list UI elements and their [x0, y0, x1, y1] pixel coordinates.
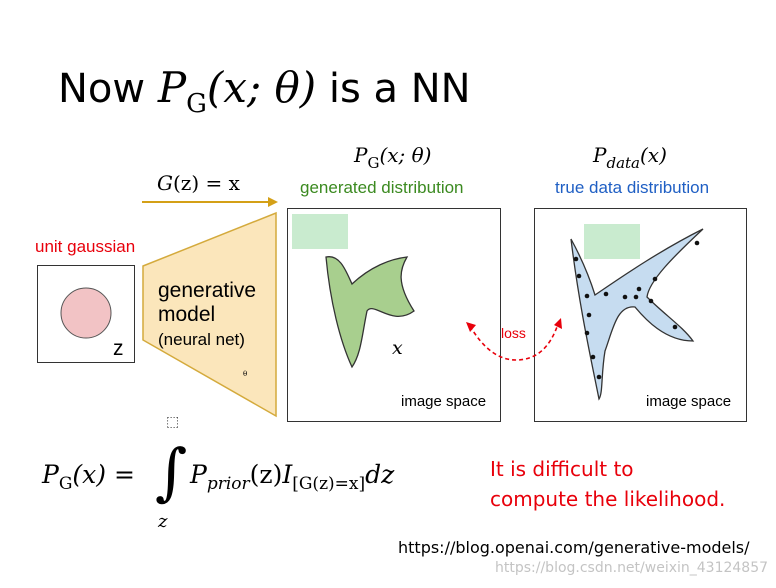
pdata-label: Pdata(x)	[593, 143, 667, 172]
integral-placeholder-box: ⬚	[166, 414, 180, 430]
latent-z-label: z	[113, 337, 124, 360]
generative-model-line3: (neural net)	[158, 330, 245, 349]
data-points	[573, 240, 700, 380]
unit-gaussian-label: unit gaussian	[35, 237, 136, 256]
loss-arrow	[466, 318, 562, 361]
x-point-label: x	[392, 337, 403, 359]
integral-sign: ∫	[155, 435, 188, 508]
difficulty-note-line2: compute the likelihood.	[490, 487, 726, 511]
generated-shape	[325, 256, 415, 369]
true-data-image-space: image space	[534, 208, 747, 422]
highlight-patch	[292, 214, 348, 249]
likelihood-formula-rhs: Pprior(z)I[G(z)=x]dz	[190, 460, 395, 494]
slide-title: Now PG(x; θ) is a NN	[58, 63, 471, 119]
generative-model-line2: model	[158, 303, 216, 326]
watermark: https://blog.csdn.net/weixin_43124857	[495, 560, 769, 576]
loss-label: loss	[501, 325, 526, 341]
generative-model-line1: generative	[158, 279, 257, 302]
difficulty-note-line1: It is difficult to	[490, 457, 634, 481]
gaussian-circle	[60, 287, 112, 339]
integral-lower-limit: z	[158, 511, 168, 532]
generative-model-funnel	[142, 211, 277, 418]
image-space-label-left: image space	[401, 393, 487, 410]
mapping-arrow	[142, 197, 278, 207]
pg-label: PG(x; θ)	[354, 143, 432, 172]
generated-image-space: x image space	[287, 208, 501, 422]
latent-box: z	[37, 265, 135, 363]
generator-mapping-label: G(z) = x	[157, 171, 240, 195]
theta-small: θ	[243, 370, 248, 378]
generated-distribution-label: generated distribution	[300, 178, 464, 197]
image-space-label-right: image space	[646, 393, 732, 410]
likelihood-formula-lhs: PG(x) =	[42, 460, 135, 494]
true-data-shape	[570, 228, 704, 401]
source-url: https://blog.openai.com/generative-model…	[398, 538, 750, 557]
true-data-distribution-label: true data distribution	[555, 178, 710, 197]
highlight-patch-right	[584, 224, 640, 259]
